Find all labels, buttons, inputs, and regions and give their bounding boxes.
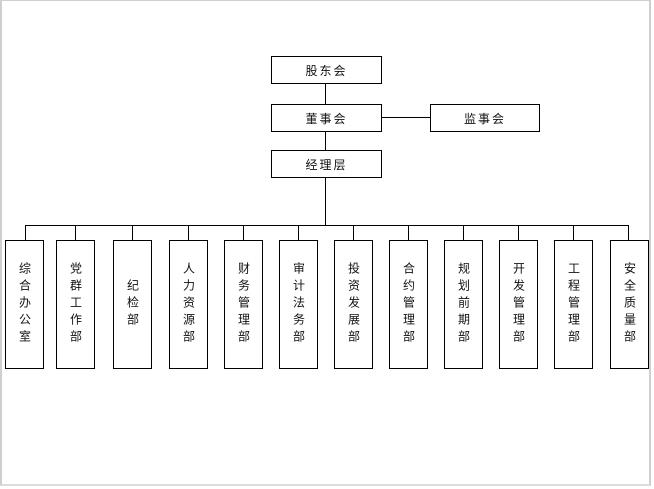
department-label: 纪检部: [125, 279, 140, 330]
connector-board-supervisors: [381, 117, 430, 118]
department-label: 财务管理部: [236, 262, 251, 347]
department-label: 综合办公室: [17, 262, 32, 347]
department-box-discipline-inspection: 纪检部: [113, 240, 152, 369]
connector-management-bus: [325, 177, 326, 225]
drop-line: [25, 225, 26, 240]
department-label: 开发管理部: [511, 262, 526, 347]
drop-line: [353, 225, 354, 240]
department-box-finance: 财务管理部: [224, 240, 263, 369]
board-of-supervisors-box: 监事会: [430, 104, 540, 132]
department-label: 规划前期部: [456, 262, 471, 347]
department-box-contract-management: 合约管理部: [389, 240, 428, 369]
department-box-safety-quality: 安全质量部: [610, 240, 649, 369]
department-box-human-resources: 人力资源部: [169, 240, 208, 369]
department-box-investment-development: 投资发展部: [334, 240, 373, 369]
connector-shareholders-board: [325, 83, 326, 104]
department-label: 合约管理部: [401, 262, 416, 347]
drop-line: [628, 225, 629, 240]
department-box-general-office: 综合办公室: [5, 240, 44, 369]
department-bus-line: [25, 225, 629, 226]
drop-line: [298, 225, 299, 240]
board-of-directors-label: 董事会: [305, 111, 348, 126]
department-label: 审计法务部: [291, 262, 306, 347]
department-label: 工程管理部: [566, 262, 581, 347]
department-box-development-management: 开发管理部: [499, 240, 538, 369]
department-box-planning: 规划前期部: [444, 240, 483, 369]
department-box-engineering-management: 工程管理部: [554, 240, 593, 369]
shareholders-meeting-label: 股东会: [305, 63, 348, 78]
drop-line: [132, 225, 133, 240]
drop-line: [573, 225, 574, 240]
department-label: 党群工作部: [68, 262, 83, 347]
shareholders-meeting-box: 股东会: [271, 56, 382, 84]
drop-line: [518, 225, 519, 240]
department-label: 安全质量部: [622, 262, 637, 347]
department-box-audit-legal: 审计法务部: [279, 240, 318, 369]
board-of-supervisors-label: 监事会: [463, 111, 506, 126]
drop-line: [75, 225, 76, 240]
department-label: 人力资源部: [181, 262, 196, 347]
management-label: 经理层: [305, 157, 348, 172]
drop-line: [188, 225, 189, 240]
drop-line: [408, 225, 409, 240]
drop-line: [463, 225, 464, 240]
board-of-directors-box: 董事会: [271, 104, 382, 132]
connector-board-management: [325, 131, 326, 150]
department-label: 投资发展部: [346, 262, 361, 347]
management-box: 经理层: [271, 150, 382, 178]
drop-line: [243, 225, 244, 240]
department-box-party-affairs: 党群工作部: [56, 240, 95, 369]
